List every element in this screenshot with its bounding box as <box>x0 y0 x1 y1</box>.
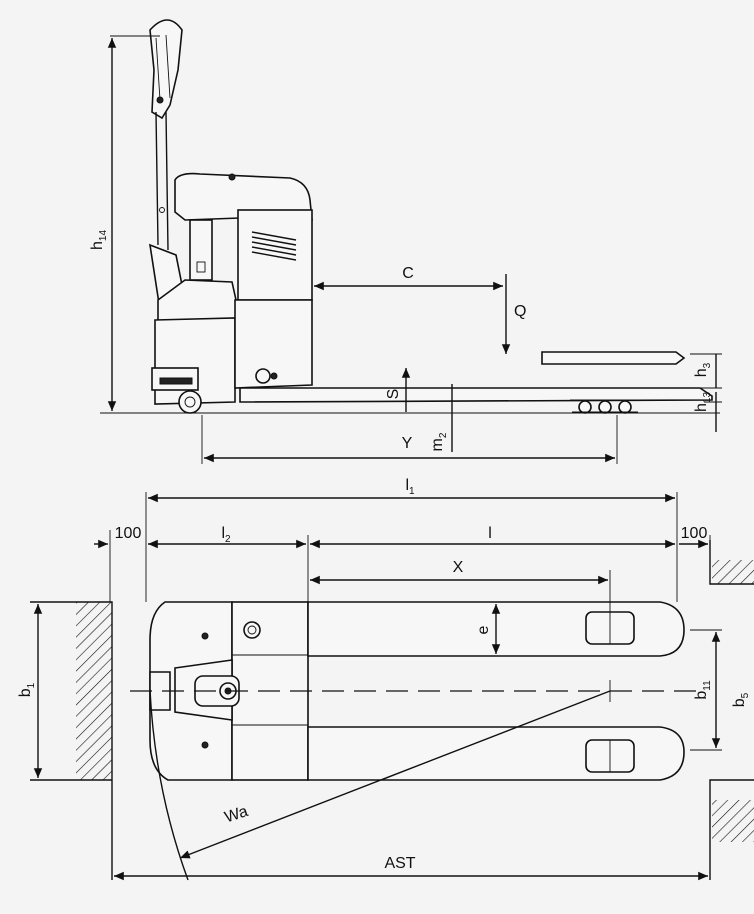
tiller-handle <box>148 19 186 312</box>
left-wall-hatch <box>76 602 112 780</box>
b5-label: b5 <box>731 692 751 707</box>
x-label: X <box>453 559 464 576</box>
h13-label: h13 <box>693 392 713 412</box>
e-label: e <box>475 625 492 634</box>
b11-label: b11 <box>693 680 713 700</box>
m2-label: m2 <box>429 432 449 451</box>
l1-label: l1 <box>405 477 415 497</box>
side-view: h14 C Q h3 h13 S m2 Y <box>89 19 722 464</box>
gap-left-label: 100 <box>115 525 142 542</box>
b1-label: b1 <box>17 682 37 697</box>
h14-label: h14 <box>89 230 109 250</box>
h3-label: h3 <box>693 362 713 377</box>
load-roller-assembly <box>570 399 640 414</box>
s-label: S <box>385 389 402 400</box>
c-label: C <box>402 265 414 282</box>
turning-arc <box>149 689 189 881</box>
l2-label: l2 <box>221 525 231 545</box>
y-label: Y <box>402 435 413 452</box>
right-wall-hatch-top <box>712 560 754 584</box>
ast-label: AST <box>384 855 415 872</box>
truck-chassis <box>151 172 313 414</box>
wa-label: Wa <box>223 803 251 826</box>
load-pallet-outline <box>541 351 686 365</box>
truck-body-top <box>149 601 309 781</box>
gap-right-label: 100 <box>681 525 708 542</box>
l-label: l <box>488 525 492 542</box>
top-view: Wa l1 100 l2 l 100 X e b1 b11 b5 <box>17 477 754 881</box>
q-label: Q <box>514 303 526 320</box>
right-wall-hatch-bottom <box>712 800 754 842</box>
drive-wheel-side <box>178 390 202 414</box>
vent-grille <box>251 231 297 261</box>
fork-side <box>239 351 713 414</box>
